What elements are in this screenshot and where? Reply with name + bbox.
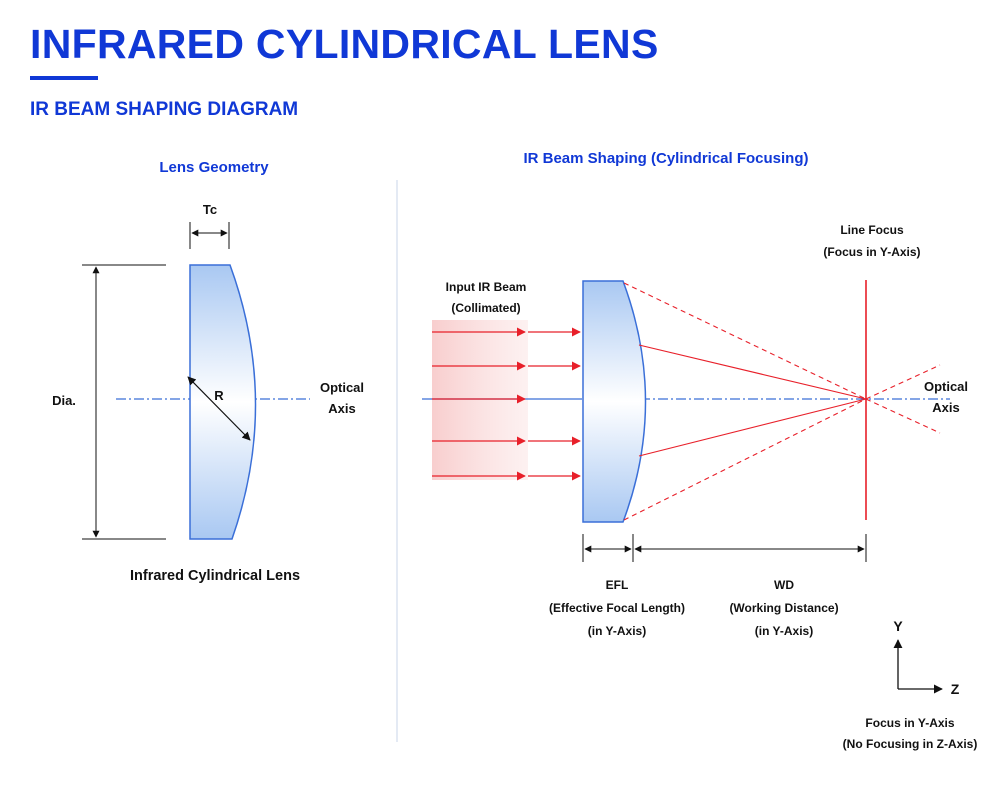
diverging-ray-dashed: [865, 364, 941, 400]
beam-shaping-heading: IR Beam Shaping (Cylindrical Focusing): [523, 150, 808, 167]
focusing-rays: [623, 282, 941, 521]
optical-axis-label-left-2: Axis: [328, 401, 355, 416]
radius-arrow: [187, 376, 251, 441]
optical-axis-label-right-1: Optical: [924, 379, 968, 394]
lens-geometry-heading: Lens Geometry: [159, 159, 269, 176]
diverging-ray-dashed: [865, 398, 941, 434]
input-rays: [432, 327, 581, 481]
efl-label-3: (in Y-Axis): [588, 624, 646, 638]
cylindrical-lens-right: [582, 280, 647, 523]
title-underline: [30, 76, 98, 80]
efl-label-2: (Effective Focal Length): [549, 601, 685, 615]
tc-label: Tc: [203, 202, 217, 217]
wd-label-2: (Working Distance): [729, 601, 838, 615]
efl-label-1: EFL: [606, 578, 629, 592]
input-beam-band: [432, 320, 528, 480]
line-focus-label-1: Line Focus: [840, 223, 904, 237]
input-beam-label-1: Input IR Beam: [446, 280, 527, 294]
page-subtitle: IR BEAM SHAPING DIAGRAM: [30, 99, 299, 120]
wd-label-3: (in Y-Axis): [755, 624, 813, 638]
y-axis-letter: Y: [893, 618, 903, 634]
optical-axis-label-right-2: Axis: [932, 400, 959, 415]
line-focus-label-2: (Focus in Y-Axis): [823, 245, 920, 259]
focusing-ray: [638, 344, 867, 400]
marginal-ray-dashed: [623, 398, 867, 521]
radius-label: R: [214, 388, 224, 403]
focus-note-1: Focus in Y-Axis: [865, 716, 954, 730]
wd-label-1: WD: [774, 578, 794, 592]
marginal-ray-dashed: [623, 282, 867, 400]
focus-note-2: (No Focusing in Z-Axis): [843, 737, 978, 751]
lens-caption: Infrared Cylindrical Lens: [130, 568, 300, 584]
optical-axis-label-left-1: Optical: [320, 380, 364, 395]
dia-label: Dia.: [52, 393, 76, 408]
page-title: INFRARED CYLINDRICAL LENS: [30, 21, 659, 67]
input-beam-label-2: (Collimated): [451, 301, 520, 315]
focusing-ray: [638, 398, 867, 457]
z-axis-letter: Z: [951, 681, 960, 697]
